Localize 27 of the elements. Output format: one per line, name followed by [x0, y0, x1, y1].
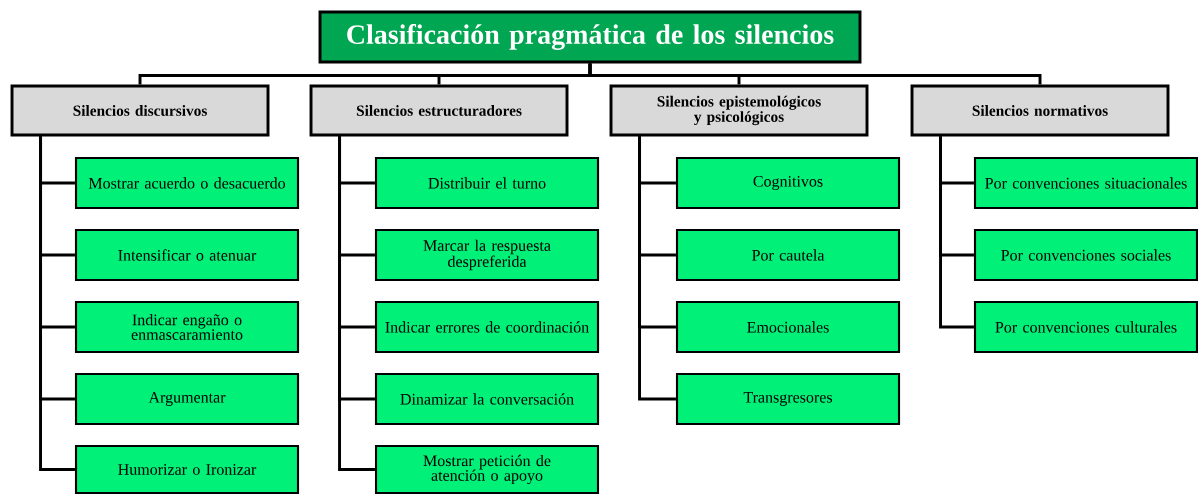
category-box: Silencios normativos — [910, 84, 1170, 137]
item-box: Intensificar o atenuar — [74, 228, 300, 282]
connector-line — [338, 136, 375, 471]
item-box: Indicar errores de coordinación — [374, 300, 600, 354]
item-box: Mostrar petición de atención o apoyo — [374, 444, 600, 495]
connector-line — [939, 136, 974, 329]
item-box: Argumentar — [74, 372, 300, 426]
item-box: Mostrar acuerdo o desacuerdo — [74, 156, 300, 210]
item-box: Cognitivos — [675, 156, 901, 210]
item-box: Por convenciones situacionales — [973, 156, 1198, 210]
item-box: Distribuir el turno — [374, 156, 600, 210]
item-box: Transgresores — [675, 372, 901, 426]
connector-line — [588, 63, 1042, 85]
item-box: Dinamizar la conversación — [374, 372, 600, 426]
category-box: Silencios estructuradores — [309, 84, 569, 137]
item-box: Emocionales — [675, 300, 901, 354]
category-box: Silencios discursivos — [10, 84, 270, 137]
connector-line — [39, 136, 75, 471]
item-box: Por cautela — [675, 228, 901, 282]
item-box: Por convenciones culturales — [973, 300, 1198, 354]
title-box: Clasificación pragmática de los silencios — [318, 10, 862, 64]
item-box: Indicar engaño o enmascaramiento — [74, 300, 300, 354]
item-box: Marcar la respuesta despreferida — [374, 228, 600, 282]
connector-line — [638, 136, 676, 401]
item-box: Humorizar o Ironizar — [74, 444, 300, 495]
category-box: Silencios epistemológicos y psicológicos — [609, 84, 869, 137]
item-box: Por convenciones sociales — [973, 228, 1198, 282]
